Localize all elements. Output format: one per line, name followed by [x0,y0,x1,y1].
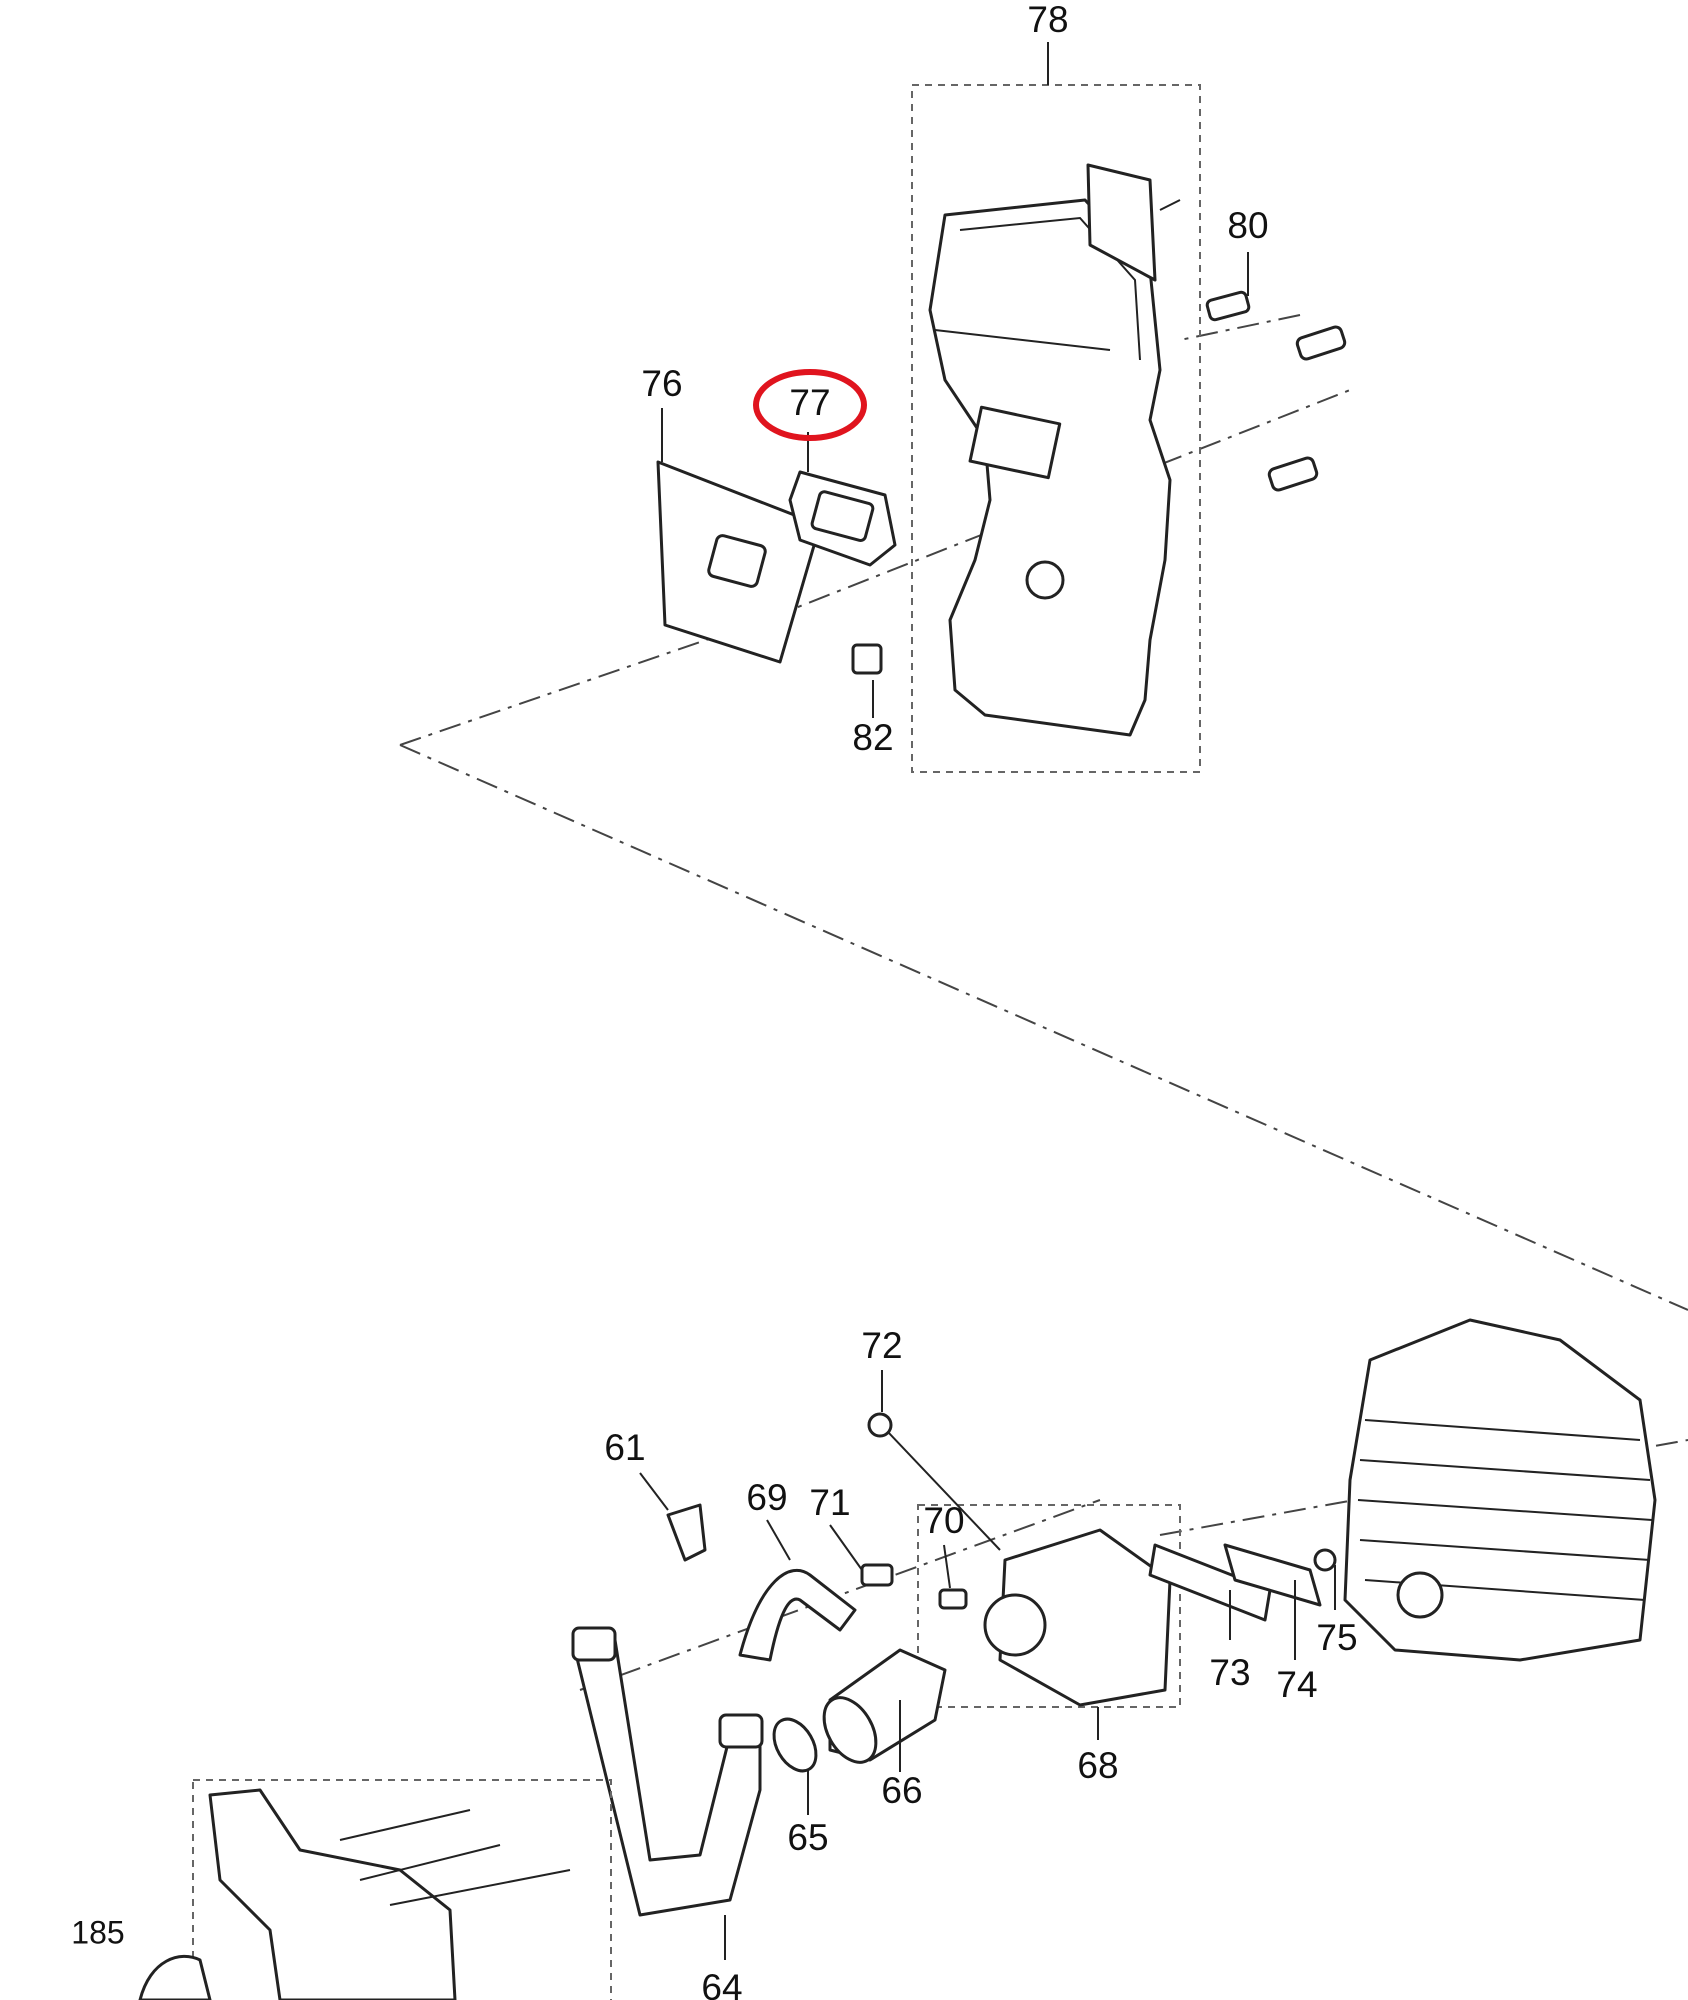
intake-boot-66 [822,1648,947,1764]
label-82: 82 [852,717,893,758]
heat-shield-plate [656,460,822,664]
label-77: 77 [789,382,830,423]
label-76: 76 [641,363,682,404]
screw-72 [867,1412,1001,1551]
gasket-73 [1148,1543,1272,1622]
muffler-part [928,163,1181,737]
label-73: 73 [1209,1652,1250,1693]
label-72: 72 [861,1325,902,1366]
ring-65 [772,1717,818,1773]
elbow-185 [138,1954,212,2000]
label-78: 78 [1027,0,1068,40]
hose-69 [738,1569,857,1662]
gasket-77 [788,470,897,567]
highlight-circle [753,369,867,441]
label-71: 71 [809,1482,850,1523]
clamp-61 [666,1503,707,1562]
carburetor-housing [208,1788,571,2000]
label-68: 68 [1077,1745,1118,1786]
lower-group-box [192,1779,612,2000]
label-66: 66 [881,1770,922,1811]
label-70: 70 [923,1500,964,1541]
muffler-group-box [911,84,1201,773]
intake-tube-64 [571,1626,764,1917]
label-80: 80 [1227,205,1268,246]
label-61: 61 [604,1427,645,1468]
intake-manifold [983,1528,1172,1707]
label-185: 185 [71,1914,124,1950]
fitting-71 [860,1563,894,1587]
fitting-70 [938,1588,968,1610]
cylinder-part [1343,1318,1657,1662]
label-69: 69 [746,1477,787,1518]
label-75: 75 [1316,1617,1357,1658]
bolt-80 [1205,290,1347,492]
label-74: 74 [1276,1664,1317,1705]
gasket-74 [1223,1543,1322,1607]
label-64: 64 [701,1967,742,2000]
label-65: 65 [787,1817,828,1858]
nut-82 [851,643,883,675]
washer-75 [1313,1548,1337,1572]
intake-group-box [917,1504,1181,1708]
